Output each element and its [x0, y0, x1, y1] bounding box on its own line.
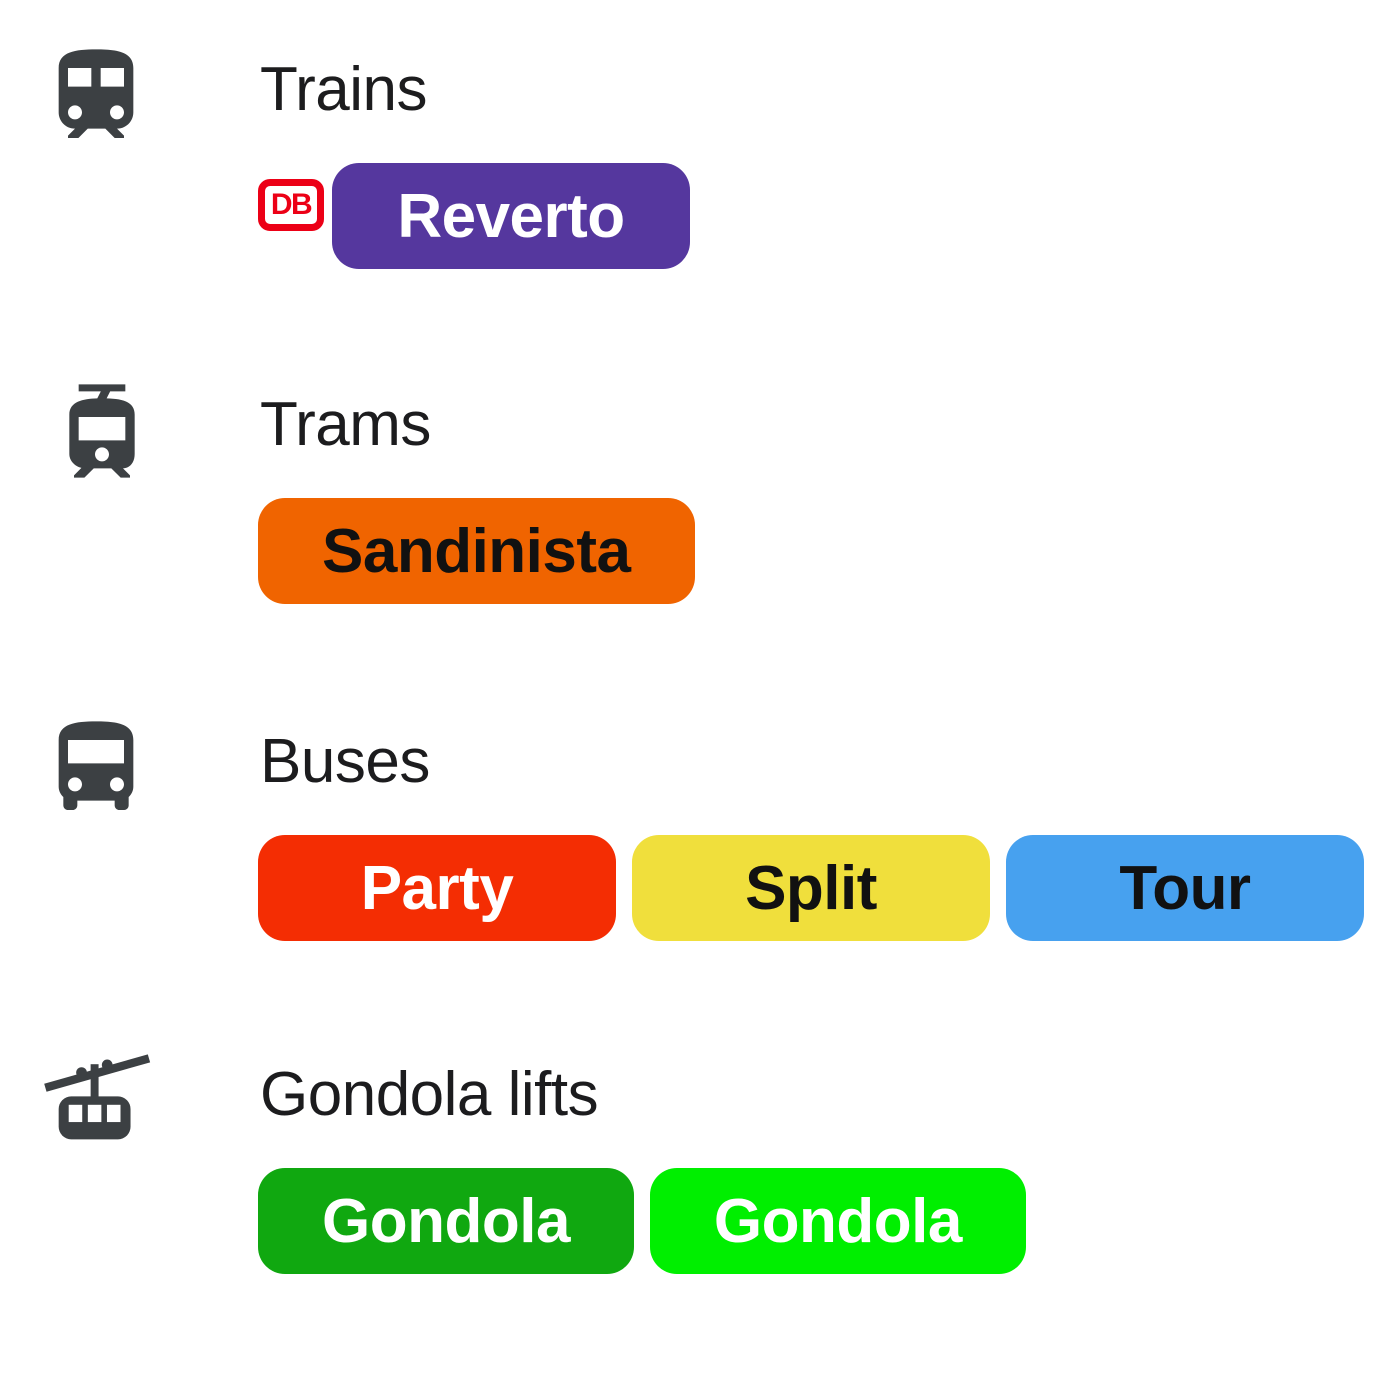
gondola-badge-row: Gondola Gondola — [258, 1168, 1026, 1274]
buses-badge-row: Party Split Tour — [258, 835, 1364, 941]
section-buses: Buses Party Split Tour — [0, 721, 1400, 1022]
tram-icon — [46, 375, 158, 487]
transit-line-badge[interactable]: Sandinista — [258, 498, 695, 604]
section-label-trams: Trams — [260, 390, 431, 459]
section-label-trains: Trains — [260, 55, 427, 124]
section-label-buses: Buses — [260, 727, 430, 796]
bus-icon — [40, 712, 152, 824]
db-operator-logo: DB — [258, 179, 324, 231]
transit-line-badge[interactable]: Split — [632, 835, 990, 941]
section-trains: Trains DB Reverto — [0, 49, 1400, 350]
trams-badge-row: Sandinista — [258, 498, 695, 604]
transit-line-badge[interactable]: Reverto — [332, 163, 690, 269]
gondola-lift-icon — [40, 1039, 152, 1151]
section-label-gondola-lifts: Gondola lifts — [260, 1060, 599, 1129]
trains-badge-row: DB Reverto — [258, 163, 690, 269]
transit-line-badge[interactable]: Party — [258, 835, 616, 941]
transit-line-badge[interactable]: Gondola — [258, 1168, 634, 1274]
transit-line-badge[interactable]: Tour — [1006, 835, 1364, 941]
transit-line-badge[interactable]: Gondola — [649, 1168, 1026, 1274]
train-icon — [40, 40, 152, 152]
section-gondola-lifts: Gondola lifts Gondola Gondola — [0, 1054, 1400, 1355]
section-trams: Trams Sandinista — [0, 384, 1400, 685]
